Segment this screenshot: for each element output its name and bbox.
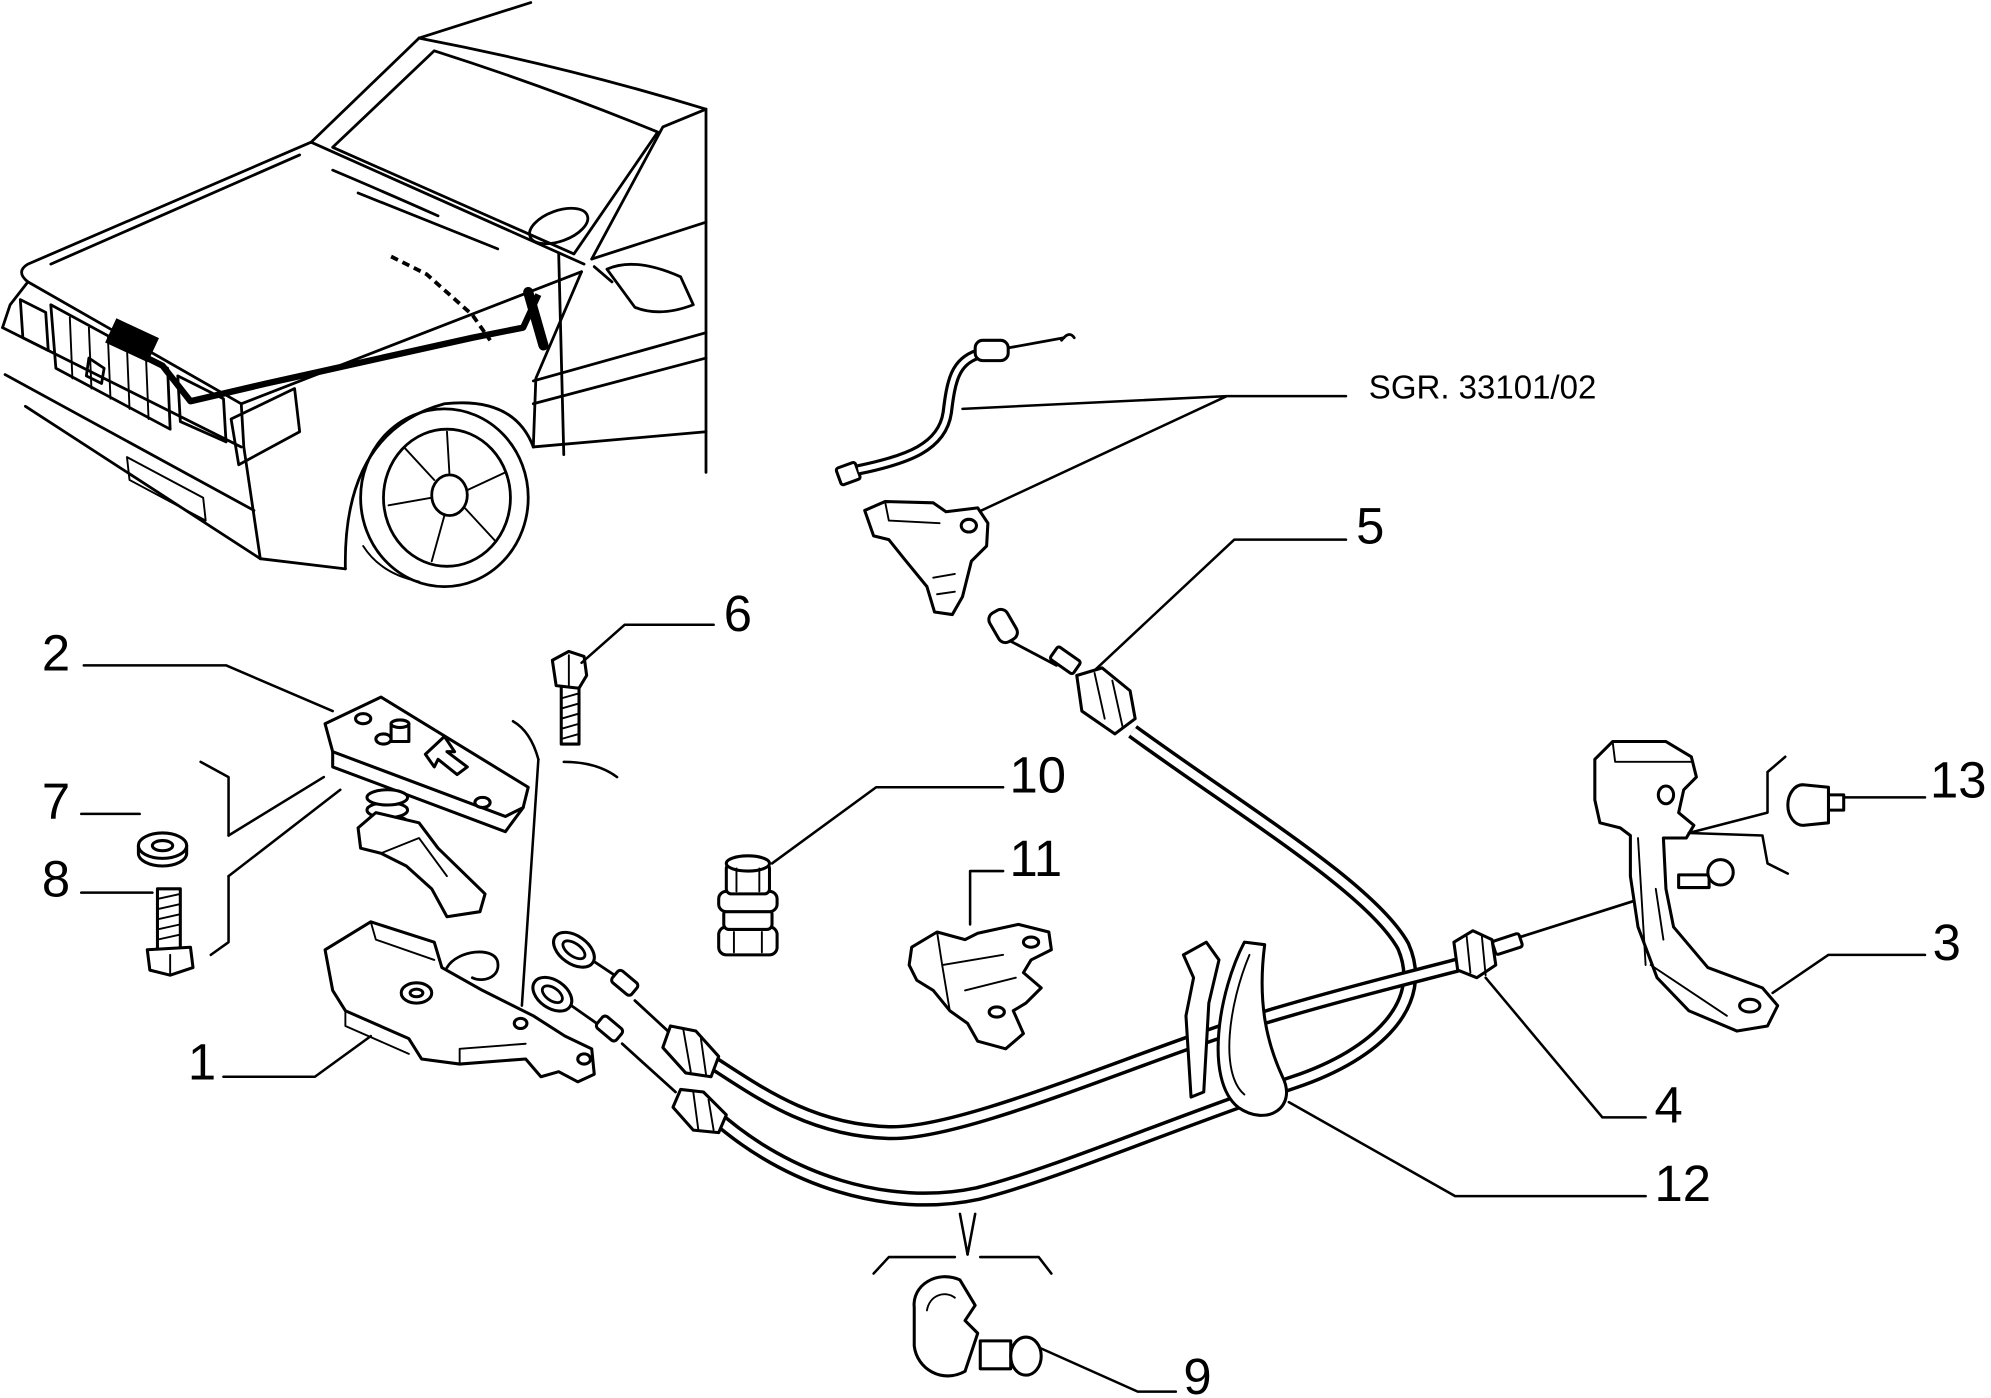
leader-line-11 bbox=[968, 869, 1005, 926]
part-2-plate bbox=[323, 695, 530, 919]
part-13-cap bbox=[1786, 783, 1846, 827]
part-11-clip bbox=[907, 922, 1053, 1051]
callout-4: 4 bbox=[1655, 1076, 1683, 1133]
leader-lines bbox=[79, 394, 1927, 1393]
cable-left-ends bbox=[531, 930, 728, 1135]
leader-line-5 bbox=[1093, 538, 1348, 672]
cable-4-sheath bbox=[710, 957, 1460, 1141]
part-3-release-handle bbox=[1593, 740, 1780, 1033]
callout-13: 13 bbox=[1930, 751, 1986, 808]
callout-10: 10 bbox=[1009, 746, 1065, 803]
callout-7: 7 bbox=[42, 773, 70, 830]
leader-line-6 bbox=[580, 623, 715, 665]
sgr-lever-bracket bbox=[863, 500, 990, 617]
leader-line-2 bbox=[82, 664, 334, 713]
callout-11: 11 bbox=[1009, 830, 1062, 887]
part-10-bump-stop bbox=[717, 854, 779, 957]
callout-5: 5 bbox=[1356, 497, 1384, 554]
leader-line-ref bbox=[961, 394, 1348, 512]
callout-9: 9 bbox=[1183, 1348, 1211, 1398]
leader-line-10 bbox=[770, 785, 1005, 865]
callout-3: 3 bbox=[1933, 914, 1961, 971]
group-brackets bbox=[199, 719, 1790, 1275]
callout-8: 8 bbox=[42, 850, 70, 907]
car-illustration bbox=[1, 1, 708, 589]
part-4-fitting bbox=[1452, 895, 1650, 980]
part-6-bolt bbox=[550, 649, 589, 746]
part-8-screw bbox=[145, 887, 195, 977]
leader-line-12 bbox=[1287, 1100, 1647, 1198]
leader-line-3 bbox=[1771, 953, 1927, 995]
part-1-latch-plate bbox=[323, 920, 596, 1084]
car-cable-routing bbox=[105, 254, 549, 405]
sgr-cable bbox=[834, 333, 1076, 487]
callout-12: 12 bbox=[1655, 1155, 1711, 1212]
leader-line-1 bbox=[222, 1034, 373, 1079]
reference-label: SGR. 33101/02 bbox=[1369, 369, 1597, 406]
callout-2: 2 bbox=[42, 624, 70, 681]
leader-line-4 bbox=[1484, 976, 1647, 1119]
callout-1: 1 bbox=[188, 1033, 216, 1090]
leader-line-9 bbox=[1039, 1347, 1178, 1393]
part-7-washer bbox=[136, 831, 189, 868]
part-12-cable-tie bbox=[1181, 940, 1289, 1117]
part-5-cable-end bbox=[987, 607, 1137, 736]
callout-6: 6 bbox=[724, 585, 752, 642]
part-9-clip bbox=[912, 1275, 1043, 1378]
callout-labels: SGR. 33101/02 5 6 2 7 8 10 11 13 3 1 4 1… bbox=[42, 369, 1987, 1398]
